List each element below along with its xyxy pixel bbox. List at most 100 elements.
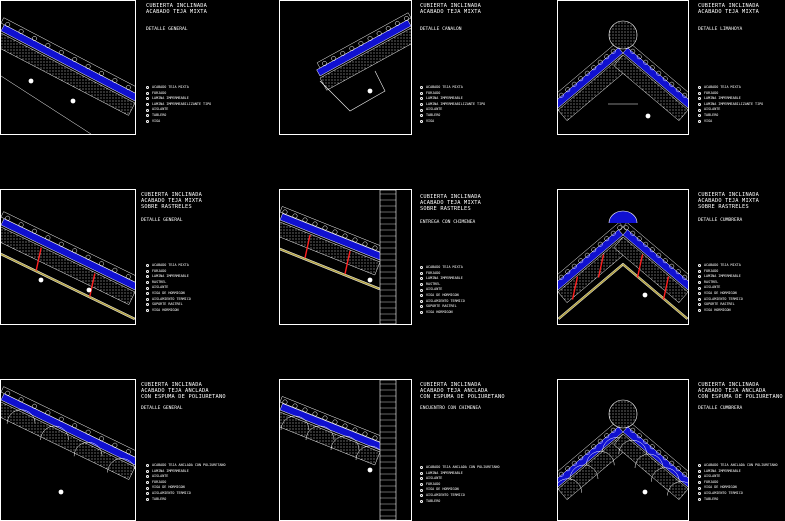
tile-profile <box>45 43 51 48</box>
foam-arch <box>586 451 615 466</box>
tile-profile <box>662 455 668 461</box>
legend-bullet-icon <box>420 103 423 107</box>
reference-marker-icon <box>367 88 373 94</box>
foam-arch <box>73 442 103 457</box>
panel-subtitle: DETALLE GENERAL <box>146 27 188 32</box>
reference-marker-icon <box>38 277 44 283</box>
legend-label: LAMINA IMPERMEABLE <box>426 96 463 101</box>
legend-bullet-icon <box>146 309 149 313</box>
slab-layer <box>280 221 381 276</box>
panel-subtitle: DETALLE GENERAL <box>141 218 183 223</box>
legend-label: ACABADO TEJA MIXTA <box>704 85 741 89</box>
tile-profile <box>571 460 577 466</box>
tile-profile <box>362 241 368 247</box>
legend-label: AISLANTE <box>152 107 169 112</box>
foam-arch <box>330 435 360 451</box>
legend-item: VIGA DE HORMIGON <box>698 485 778 491</box>
legend-label: VIGA DE HORMIGON <box>152 290 185 295</box>
legend-item: TABLERO <box>146 497 226 503</box>
legend-label: AISLANTE <box>426 476 443 481</box>
legend-item: ACABADO TEJA ANCLADA CON POLIURETANO <box>420 465 500 471</box>
tile-profile <box>352 237 358 243</box>
legend-label: AISLAMIENTO TERMICO <box>704 490 743 495</box>
legend-label: AISLAMIENTO TERMICO <box>426 492 465 497</box>
legend-item: ACABADO TEJA ANCLADA CON POLIURETANO <box>698 463 778 469</box>
legend-item: LAMINA IMPERMEABLE <box>420 96 485 102</box>
legend-item: FORJADO <box>146 480 226 486</box>
tile-profile <box>558 471 564 477</box>
foam-arch <box>618 440 647 455</box>
legend-bullet-icon <box>698 91 701 95</box>
structure-layer <box>280 247 381 291</box>
roof-section-drawing <box>280 190 397 324</box>
ridge-tile <box>608 399 638 429</box>
legend-item: TABLERO <box>698 497 778 503</box>
foam-arch <box>305 425 335 441</box>
legend-label: TABLERO <box>152 112 167 117</box>
tile-profile <box>367 36 373 41</box>
tile-profile <box>99 436 104 442</box>
legend-label: RASTREL <box>426 281 441 286</box>
foam-arch <box>40 425 69 441</box>
legend-item: AISLANTE <box>420 107 485 113</box>
legend-bullet-icon <box>698 464 701 468</box>
legend-label: VIGA DE HORMIGON <box>704 485 737 490</box>
legend-item: AISLAMIENTO TERMICO <box>698 297 743 303</box>
slab-layer <box>613 236 688 304</box>
tile-profile <box>643 59 649 65</box>
legend-bullet-icon <box>420 91 423 95</box>
tile-profile <box>340 51 346 56</box>
tile-profile <box>99 261 104 267</box>
legend-item: LAMINA IMPERMEABLE <box>146 469 226 475</box>
legend-label: ACABADO TEJA MIXTA <box>152 85 189 89</box>
detail-panel-9: CUBIERTA INCLINADA ACABADO TEJA ANCLADA … <box>557 379 785 521</box>
legend-label: TABLERO <box>426 498 441 503</box>
panel-subtitle: DETALLE CANALON <box>420 27 462 32</box>
legend-label: LAMINA IMPERMEABLE <box>704 468 741 473</box>
reference-marker-icon <box>86 287 92 293</box>
legend-item: ACABADO TEJA MIXTA <box>698 263 743 269</box>
roof-section-drawing <box>1 386 135 495</box>
tile-profile <box>604 433 610 439</box>
legend-item: SOPORTE RASTREL <box>146 302 191 308</box>
legend-bullet-icon <box>146 497 149 501</box>
panel-subtitle: ENCUENTRO CON CHIMENEA <box>420 406 481 411</box>
legend-item: ACABADO TEJA MIXTA <box>698 85 763 91</box>
legend-label: FORJADO <box>152 479 167 484</box>
insulation-layer <box>1 218 135 291</box>
slab-layer <box>1 226 135 305</box>
slab-layer <box>1 32 135 116</box>
tile-profile <box>5 390 11 396</box>
legend-label: TABLERO <box>704 496 719 501</box>
legend-label: LAMINA IMPERMEABLE <box>426 276 463 281</box>
legend-item: AISLANTE <box>146 474 226 480</box>
tile-profile <box>112 442 118 448</box>
legend-label: LAMINA IMPERMEABLE <box>426 470 463 475</box>
tile-profile <box>584 70 590 76</box>
tile-profile <box>282 399 288 405</box>
legend-item: VIGA DE HORMIGON <box>698 291 743 297</box>
tile-profile <box>630 230 636 236</box>
tile-profile <box>358 41 364 46</box>
tile-profile <box>675 269 681 275</box>
detail-panel-1: CUBIERTA INCLINADA ACABADO TEJA MIXTA DE… <box>0 0 240 140</box>
tile-profile <box>578 455 584 461</box>
legend-bullet-icon <box>420 288 423 292</box>
tile-profile <box>591 65 597 71</box>
drawing-frame <box>0 0 136 135</box>
legend-label: VIGA HORMIGON <box>426 309 453 314</box>
legend-label: RASTREL <box>152 279 167 284</box>
tile-profile <box>669 460 675 466</box>
legend-item: VIGA <box>698 119 763 125</box>
tile-profile <box>565 87 571 93</box>
legend-bullet-icon <box>420 119 423 123</box>
tile-profile <box>331 56 337 61</box>
tile-profile <box>604 236 610 242</box>
legend-item: RASTREL <box>420 282 465 288</box>
panel-title: CUBIERTA INCLINADA ACABADO TEJA MIXTA SO… <box>420 194 482 213</box>
tile-profile <box>565 466 571 472</box>
legend-bullet-icon <box>698 119 701 123</box>
